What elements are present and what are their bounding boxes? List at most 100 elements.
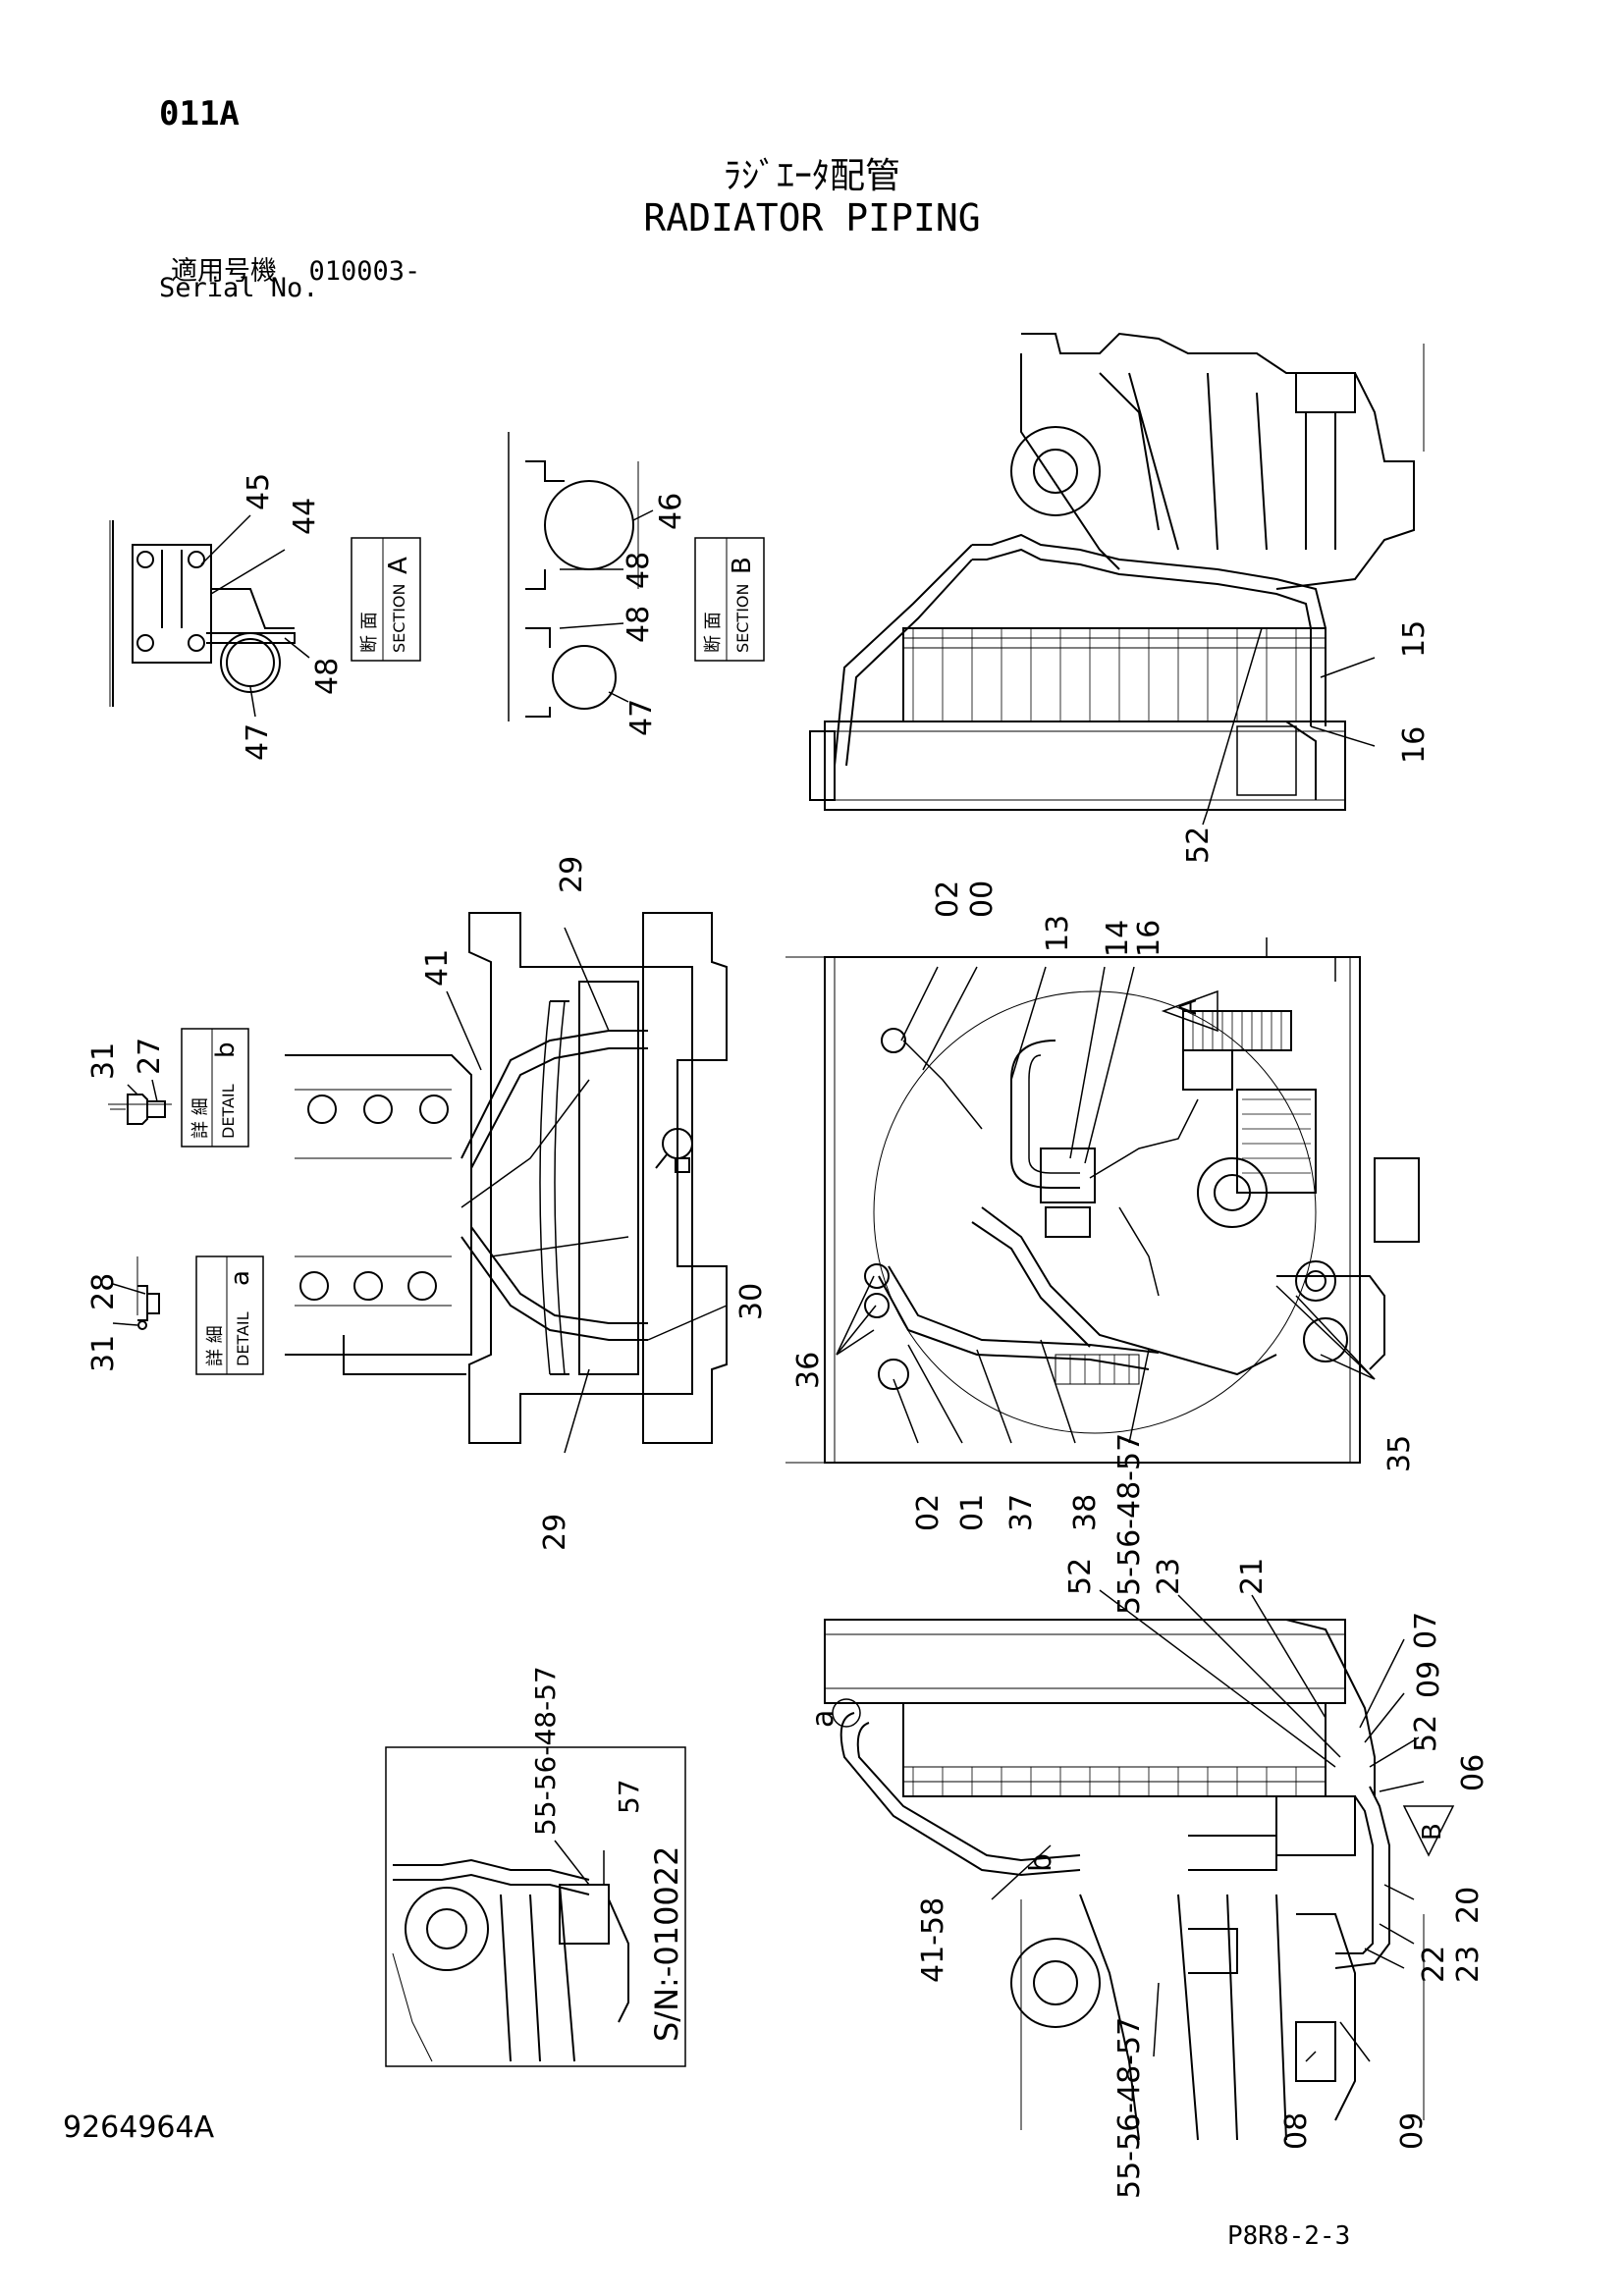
callout-44: 44: [288, 498, 322, 535]
callout-14: 14: [1101, 920, 1135, 957]
callout-36: 36: [791, 1352, 826, 1389]
detail-mark-b: b: [1024, 1853, 1058, 1872]
middle-right-view: [785, 937, 1420, 1464]
callout-57: 57: [613, 1779, 645, 1814]
section-a-label-box: 断 面 SECTION A: [351, 537, 421, 662]
callout-31: 31: [86, 1042, 121, 1080]
bottom-right-view: [824, 1619, 1455, 2141]
callout-09: 09: [1412, 1661, 1446, 1698]
detail-a-letter: a: [226, 1270, 255, 1286]
callout-23: 23: [1152, 1558, 1186, 1595]
callout-02: 02: [931, 881, 965, 918]
callout-13: 13: [1041, 915, 1075, 952]
top-right-view: [809, 332, 1425, 811]
callout-48: 48: [310, 658, 345, 695]
middle-right-callouts: 02 00 13 14 16 36 35 02 01 37 38 55-56-4…: [791, 881, 1417, 1615]
callout-52: 52: [1409, 1715, 1443, 1752]
callout-15: 15: [1397, 620, 1432, 658]
detail-b-jp: 詳 細: [190, 1097, 211, 1139]
callout-37: 37: [1004, 1494, 1039, 1531]
serial-range-label: S/N:-010022: [648, 1845, 685, 2042]
section-b-callouts: 46 48 48 47: [622, 493, 688, 736]
callout-02: 02: [911, 1494, 946, 1531]
detail-b-en: DETAIL: [219, 1084, 238, 1139]
inset-serial-view: [385, 1746, 686, 2067]
callout-52: 52: [1181, 827, 1216, 864]
detail-a-fitting: [136, 1256, 160, 1330]
callout-22: 22: [1417, 1946, 1451, 1983]
callout-46: 46: [654, 493, 688, 530]
callout-55-56-48-57: 55-56-48-57: [1112, 2017, 1147, 2199]
callout-21: 21: [1235, 1558, 1270, 1595]
callout-55-56-48-57: 55-56-48-57: [1112, 1433, 1147, 1615]
top-right-leaders: [1202, 627, 1376, 826]
callout-08: 08: [1279, 2112, 1314, 2150]
section-b-leaders: [559, 509, 654, 703]
callout-20: 20: [1451, 1887, 1486, 1924]
detail-a-leaders: [112, 1283, 146, 1326]
middle-left-view: [285, 912, 728, 1444]
callout-30: 30: [734, 1283, 769, 1320]
serial-japanese: 適用号機 010003-: [171, 256, 421, 287]
bottom-right-callouts: 52 23 21 07 09 52 06 20 23 22 41-58 55-5…: [806, 1558, 1490, 2199]
detail-b-callouts: 31 27: [86, 1038, 167, 1080]
arrow-b-label: B: [1418, 1823, 1447, 1841]
callout-29: 29: [555, 856, 589, 893]
section-b-en: SECTION: [733, 584, 752, 654]
callout-38: 38: [1068, 1494, 1103, 1531]
callout-47: 47: [241, 723, 275, 761]
page-reference: P8R8-2-3: [1227, 2221, 1351, 2251]
inset-leaders: [554, 1840, 605, 1886]
detail-b-label-box: 詳 細 DETAIL b: [181, 1028, 249, 1148]
title-japanese: ﾗｼﾞｴｰﾀ配管: [723, 156, 900, 196]
callout-16: 16: [1132, 920, 1166, 957]
callout-55-56-48-57: 55-56-48-57: [529, 1666, 562, 1836]
callout-09: 09: [1395, 2112, 1430, 2150]
middle-left-callouts: 29 41 30 29: [420, 856, 769, 1551]
callout-01: 01: [955, 1494, 990, 1531]
callout-28: 28: [86, 1273, 121, 1310]
middle-right-leaders: [836, 966, 1376, 1444]
section-a-jp: 断 面: [359, 612, 380, 653]
callout-48: 48: [622, 606, 656, 643]
title-english: RADIATOR PIPING: [643, 196, 981, 240]
document-number: 9264964A: [63, 2110, 215, 2145]
detail-b-letter: b: [211, 1041, 241, 1058]
detail-a-callouts: 31 28: [86, 1273, 121, 1372]
callout-31: 31: [86, 1335, 121, 1372]
callout-41: 41: [420, 949, 455, 987]
section-b-detail: [508, 432, 639, 721]
section-a-leaders: [200, 514, 310, 718]
detail-mark-a: a: [806, 1710, 840, 1728]
page-code: 011A: [159, 94, 240, 133]
middle-left-leaders: [446, 927, 728, 1454]
callout-16: 16: [1397, 726, 1432, 764]
callout-29: 29: [538, 1514, 572, 1551]
callout-27: 27: [133, 1038, 167, 1075]
callout-23: 23: [1451, 1946, 1486, 1983]
callout-52: 52: [1063, 1558, 1098, 1595]
bottom-right-leaders: [991, 1589, 1425, 2062]
callout-00: 00: [965, 881, 1000, 918]
callout-47: 47: [624, 699, 659, 736]
callout-06: 06: [1456, 1754, 1490, 1791]
section-b-label-box: 断 面 SECTION B: [694, 537, 765, 662]
callout-45: 45: [242, 473, 276, 510]
section-a-en: SECTION: [390, 584, 408, 654]
section-a-letter: A: [384, 557, 413, 574]
arrow-a-label: A: [1174, 998, 1202, 1015]
callout-48: 48: [622, 552, 656, 589]
serial-english: Serial No.: [159, 273, 319, 303]
section-b-letter: B: [728, 557, 757, 574]
detail-b-leaders: [127, 1079, 158, 1102]
section-b-jp: 断 面: [703, 612, 724, 653]
detail-a-jp: 詳 細: [205, 1325, 226, 1366]
inset-callouts: 55-56-48-57 57 S/N:-010022: [529, 1666, 685, 2042]
detail-a-en: DETAIL: [234, 1311, 252, 1366]
top-right-callouts: 15 16 52: [1181, 620, 1432, 864]
detail-a-label-box: 詳 細 DETAIL a: [195, 1255, 264, 1375]
callout-07: 07: [1409, 1612, 1443, 1649]
section-a-detail: [109, 520, 296, 707]
section-a-callouts: 45 44 48 47: [241, 473, 345, 761]
